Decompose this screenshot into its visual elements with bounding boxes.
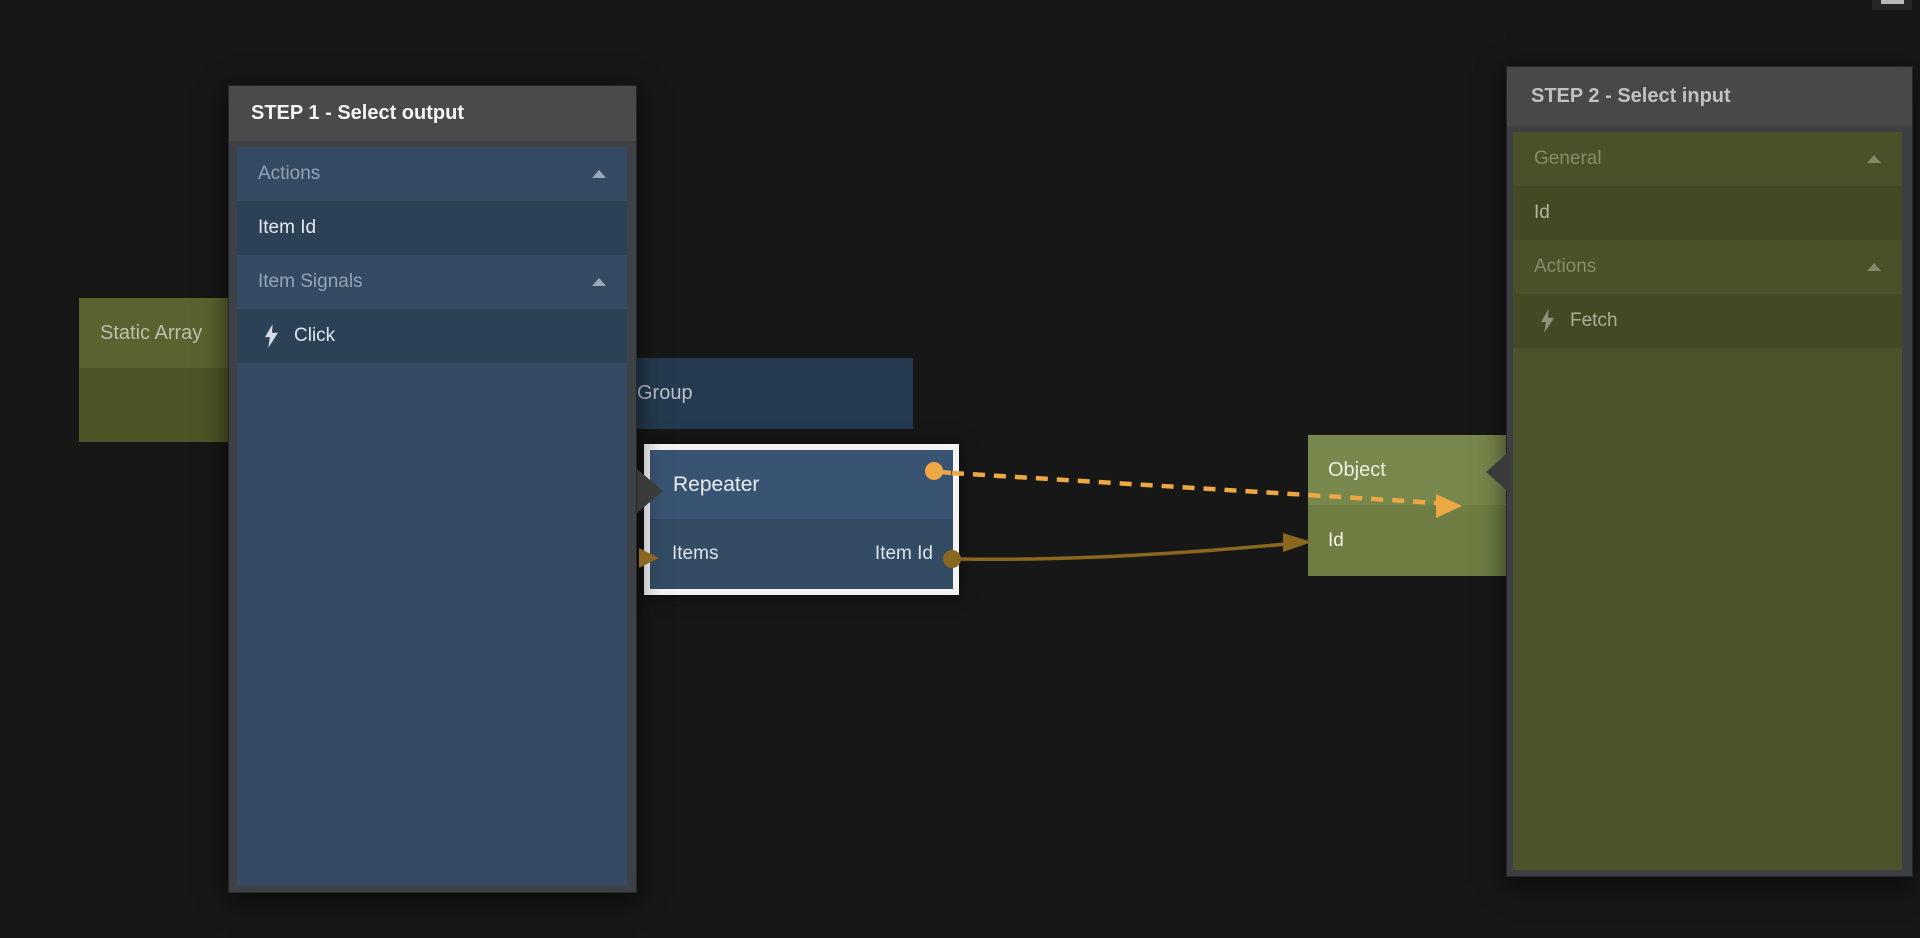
node-static-array[interactable]: Static Array: [79, 298, 231, 442]
step2-option-id[interactable]: Id: [1513, 186, 1902, 240]
option-label: Id: [1534, 202, 1550, 223]
minimize-icon: [1881, 0, 1904, 4]
node-object[interactable]: Object Id: [1308, 435, 1520, 576]
category-label: Actions: [258, 163, 321, 184]
step2-select-input-panel: STEP 2 - Select input General Id Actions: [1506, 66, 1913, 877]
option-label: Click: [294, 325, 336, 346]
step2-category-actions[interactable]: Actions: [1513, 240, 1902, 294]
lightning-bolt-icon: [265, 324, 278, 348]
step1-select-output-panel: STEP 1 - Select output Actions Item Id I…: [228, 85, 637, 893]
node-object-ports: Id: [1308, 505, 1520, 576]
node-title: Repeater: [673, 472, 760, 496]
node-group[interactable]: Group: [592, 358, 913, 429]
step1-port-list: Actions Item Id Item Signals Click: [237, 147, 627, 886]
node-repeater[interactable]: Repeater Items Item Id: [644, 444, 959, 595]
node-object-header: Object: [1308, 435, 1520, 505]
node-repeater-header: Repeater: [650, 450, 953, 519]
category-label: Actions: [1534, 256, 1597, 277]
chevron-up-icon[interactable]: [592, 278, 606, 286]
step1-option-item-id[interactable]: Item Id: [237, 201, 627, 255]
category-label: Item Signals: [258, 271, 363, 292]
node-repeater-ports: Items Item Id: [650, 519, 953, 589]
node-title: Static Array: [100, 321, 203, 344]
window-minimize-button[interactable]: [1872, 0, 1912, 10]
input-port-items[interactable]: Items: [672, 543, 719, 564]
option-label: Fetch: [1570, 310, 1618, 331]
chevron-up-icon[interactable]: [1867, 155, 1881, 163]
step1-panel-frame: Actions Item Id Item Signals Click: [229, 141, 636, 894]
chevron-up-icon[interactable]: [1867, 263, 1881, 271]
step1-panel-title: STEP 1 - Select output: [229, 86, 636, 141]
option-label: Item Id: [258, 217, 317, 238]
node-static-array-body: [79, 368, 231, 442]
step1-option-click[interactable]: Click: [237, 309, 627, 363]
step2-category-general[interactable]: General: [1513, 132, 1902, 186]
step2-panel-title: STEP 2 - Select input: [1507, 67, 1912, 126]
chevron-up-icon[interactable]: [592, 170, 606, 178]
step1-category-item-signals[interactable]: Item Signals: [237, 255, 627, 309]
node-static-array-header: Static Array: [79, 298, 231, 368]
output-port-item-id[interactable]: Item Id: [874, 543, 933, 564]
input-port-id[interactable]: Id: [1328, 529, 1344, 551]
step1-category-actions[interactable]: Actions: [237, 147, 627, 201]
category-label: General: [1534, 148, 1602, 169]
step2-port-list: General Id Actions Fetch: [1513, 132, 1902, 870]
node-title: Group: [637, 382, 693, 404]
solid-connection-line: [959, 542, 1287, 562]
lightning-bolt-icon: [1541, 309, 1554, 333]
step2-option-fetch[interactable]: Fetch: [1513, 294, 1902, 348]
node-title: Object: [1328, 458, 1386, 481]
step2-panel-frame: General Id Actions Fetch: [1507, 126, 1912, 878]
